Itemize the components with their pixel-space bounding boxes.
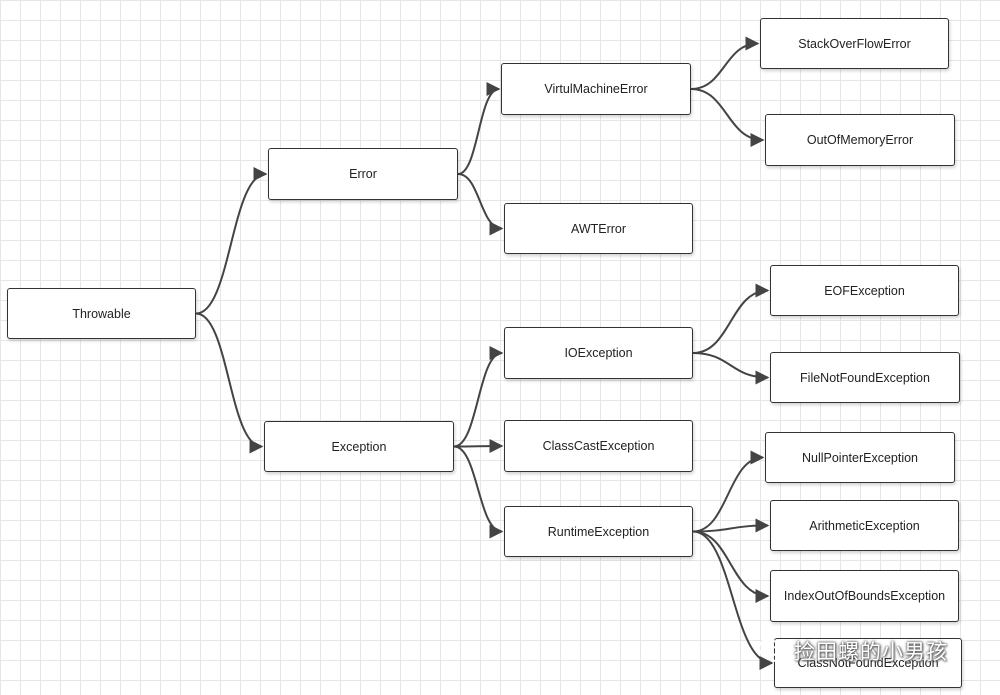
node-io-exception[interactable]: IOException xyxy=(504,327,693,379)
node-file-not-found-exception[interactable]: FileNotFoundException xyxy=(770,352,960,403)
edge-error-to-virtual-machine-error xyxy=(457,82,501,175)
edge-throwable-to-error xyxy=(195,167,268,315)
node-virtual-machine-error[interactable]: VirtulMachineError xyxy=(501,63,691,115)
node-arithmetic-exception[interactable]: ArithmeticException xyxy=(770,500,959,551)
edge-exception-to-runtime-exception xyxy=(453,445,504,539)
edge-io-exception-to-file-not-found-exception xyxy=(692,352,770,385)
node-out-of-memory-error[interactable]: OutOfMemoryError xyxy=(765,114,955,166)
node-class-cast-exception[interactable]: ClassCastException xyxy=(504,420,693,472)
edge-runtime-exception-to-null-pointer-exception xyxy=(692,450,765,533)
node-class-not-found-exception[interactable]: ClassNotFoundException xyxy=(774,638,962,688)
edge-exception-to-class-cast-exception xyxy=(453,439,504,454)
edge-runtime-exception-to-index-out-of-bounds-exception xyxy=(692,530,770,603)
node-awt-error[interactable]: AWTError xyxy=(504,203,693,254)
node-eof-exception[interactable]: EOFException xyxy=(770,265,959,316)
edge-virtual-machine-error-to-out-of-memory-error xyxy=(690,88,765,147)
edge-runtime-exception-to-arithmetic-exception xyxy=(692,518,770,533)
node-runtime-exception[interactable]: RuntimeException xyxy=(504,506,693,557)
node-throwable[interactable]: Throwable xyxy=(7,288,196,339)
edge-throwable-to-exception xyxy=(195,312,264,454)
edge-virtual-machine-error-to-stack-overflow-error xyxy=(690,36,760,90)
edge-error-to-awt-error xyxy=(457,173,504,236)
node-error[interactable]: Error xyxy=(268,148,458,200)
node-stack-overflow-error[interactable]: StackOverFlowError xyxy=(760,18,949,69)
edge-exception-to-io-exception xyxy=(453,346,504,448)
edge-runtime-exception-to-class-not-found-exception xyxy=(692,530,774,670)
node-index-out-of-bounds-exception[interactable]: IndexOutOfBoundsException xyxy=(770,570,959,622)
edge-io-exception-to-eof-exception xyxy=(692,283,770,354)
node-exception[interactable]: Exception xyxy=(264,421,454,472)
node-null-pointer-exception[interactable]: NullPointerException xyxy=(765,432,955,483)
